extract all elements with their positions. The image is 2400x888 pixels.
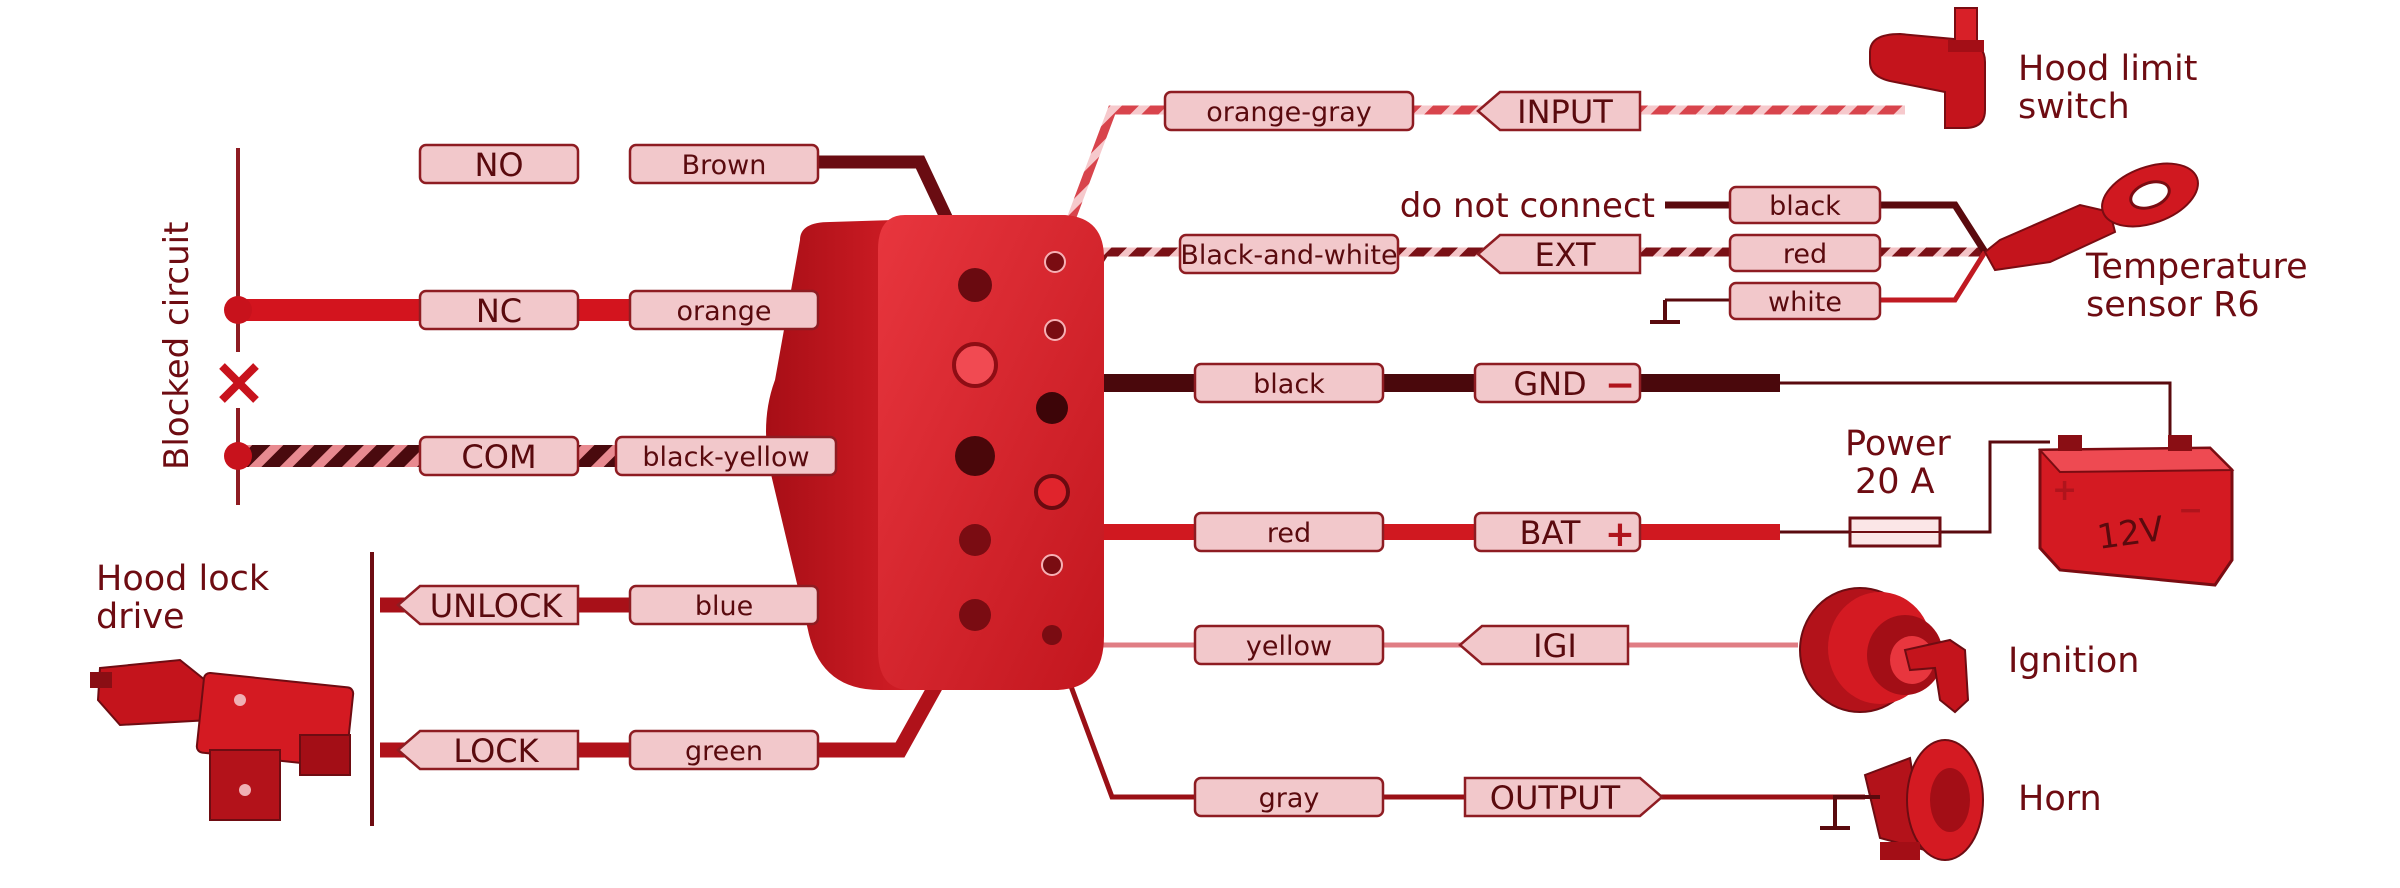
ground-symbol-sensor (1650, 300, 1680, 324)
wire-blue-label: blue (695, 591, 753, 622)
wire-black-yellow-label: black-yellow (642, 442, 809, 473)
wire-green-label: green (685, 736, 763, 767)
wire-brown-label: Brown (682, 150, 767, 181)
battery-icon: + − 12V (2037, 435, 2235, 587)
wire-sensor-white (1880, 250, 1988, 303)
wire-black-and-white-label: Black-and-white (1180, 240, 1397, 271)
blocked-x-icon (219, 363, 259, 403)
temp-sensor-label-2: sensor R6 (2086, 285, 2260, 325)
left-labels: NO Brown NC orange COM black-yellow UNLO… (396, 143, 838, 771)
temperature-sensor-icon (1983, 162, 2199, 272)
connector-block (766, 215, 1104, 690)
wire-yellow-label: yellow (1246, 631, 1332, 662)
temp-sensor-label-1: Temperature (2085, 247, 2308, 287)
pin-gnd-label: GND (1513, 365, 1586, 403)
fuse-icon (1848, 516, 1942, 548)
power-label-1: Power (1845, 424, 1951, 464)
horn-icon (1820, 739, 1984, 861)
sensor-wire-white-label: white (1768, 287, 1842, 318)
pin-input-label: INPUT (1517, 93, 1613, 131)
hood-limit-label-2: switch (2018, 87, 2130, 127)
battery-plus-icon: + (2052, 473, 2077, 508)
hood-lock-label-1: Hood lock (96, 559, 270, 599)
battery-voltage: 12V (2095, 509, 2166, 558)
hood-limit-label-1: Hood limit (2018, 49, 2197, 89)
hood-lock-actuator-icon (90, 658, 355, 821)
wire-orange-label: orange (676, 296, 771, 327)
wire-yellow (1049, 563, 1798, 648)
blocked-circuit-label: Blocked circuit (157, 222, 197, 470)
minus-icon: − (1605, 365, 1635, 406)
right-labels: orange-gray INPUT Black-and-white EXT bl… (1163, 90, 1664, 818)
hood-limit-switch-icon (1869, 7, 1986, 129)
wire-orange-gray-label: orange-gray (1206, 97, 1372, 128)
ignition-label: Ignition (2008, 641, 2140, 681)
sensor-labels: do not connect black red white (1400, 185, 1882, 321)
battery-minus-icon: − (2178, 493, 2203, 528)
wire-black-label: black (1253, 369, 1325, 400)
pin-lock-label: LOCK (453, 732, 539, 770)
wire-black (1047, 374, 1780, 416)
pin-unlock-label: UNLOCK (430, 587, 564, 625)
sensor-wire-red-label: red (1783, 239, 1827, 270)
wire-gray (1049, 634, 1865, 800)
pin-output-label: OUTPUT (1490, 779, 1621, 817)
pin-no-label: NO (474, 146, 523, 184)
pin-com-label: COM (461, 438, 536, 476)
nc-terminal (224, 296, 252, 324)
ignition-icon (1799, 587, 1970, 714)
pin-bat-label: BAT (1520, 514, 1581, 552)
pin-ext-label: EXT (1534, 236, 1596, 274)
pin-igi-label: IGI (1533, 627, 1577, 665)
power-label-2: 20 A (1855, 462, 1935, 502)
wire-red (1046, 485, 1780, 540)
horn-label: Horn (2018, 779, 2102, 819)
do-not-connect-text: do not connect (1400, 186, 1655, 226)
plus-icon: + (1605, 514, 1635, 555)
wire-gray-label: gray (1259, 783, 1320, 814)
wire-red-label: red (1267, 518, 1311, 549)
hood-lock-label-2: drive (96, 597, 185, 637)
com-terminal (224, 442, 252, 470)
sensor-wire-black-label: black (1769, 191, 1841, 222)
pin-nc-label: NC (476, 292, 522, 330)
